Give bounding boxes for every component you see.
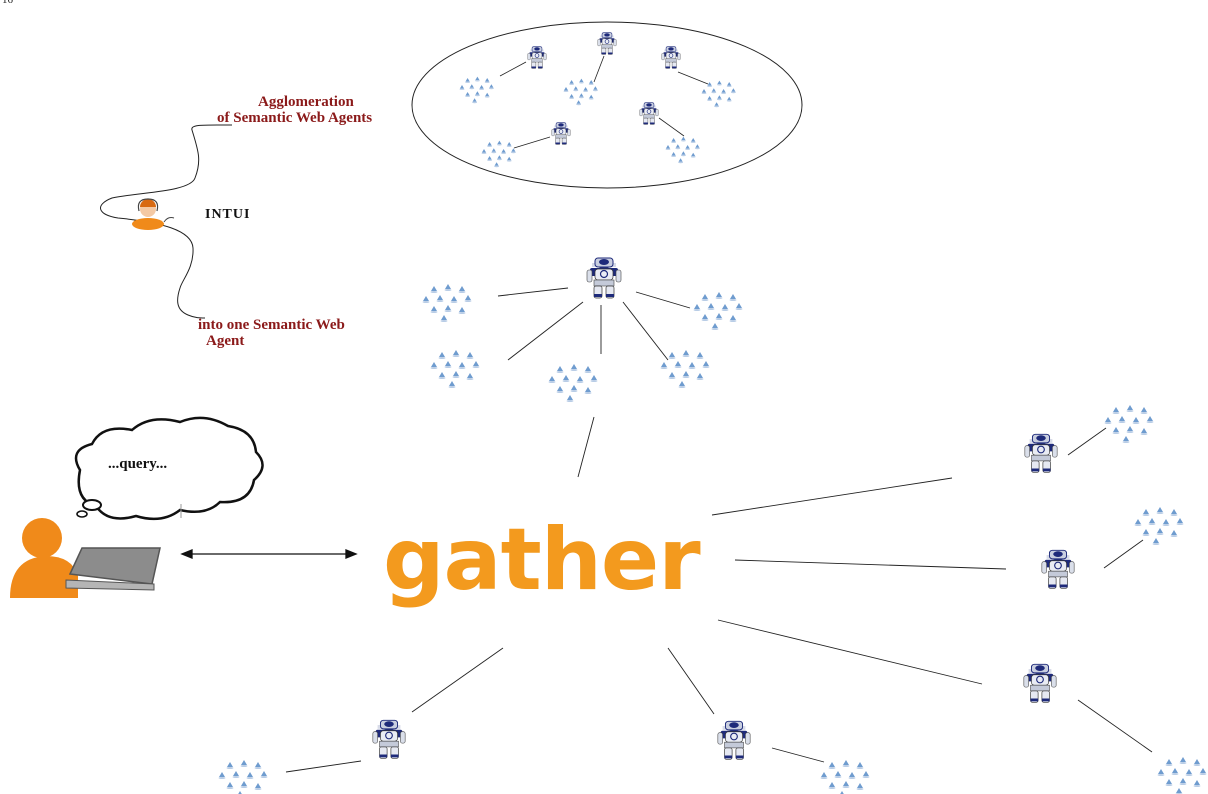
small-cluster-icon [482,141,516,168]
robot-agent-icon [1041,549,1075,589]
small-cluster-icon [666,137,700,164]
robot-agent-icon [717,720,751,760]
cluster-icon [821,760,870,794]
intui-person-icon [132,198,175,230]
cluster-icon [1105,405,1154,443]
small-robot-icon [551,122,571,146]
small-cluster-icon [460,77,494,104]
cluster-icon [1158,757,1207,794]
page-number: 16 [2,0,13,6]
circle-connectors [499,55,709,149]
robot-agent-icon [1024,433,1058,473]
gather-logo: gather [383,510,701,610]
cluster-icon [694,292,743,330]
agglomeration-label-line1: Agglomeration [258,94,354,110]
agent-agglomeration-circle [411,21,803,189]
small-cluster-icon [702,81,736,108]
cluster-icon [219,760,268,794]
agglomeration-label-line2: of Semantic Web Agents [217,110,373,126]
robot-agent-icon [372,719,406,759]
small-robot-icon [661,46,681,70]
small-robot-icon [597,32,617,56]
cluster-icon [661,350,710,388]
thought-bubble-icon [74,416,264,521]
query-text: ...query... [108,456,168,472]
small-robot-icon [527,46,547,70]
middle-connectors [497,287,691,478]
robot-agent-icon [1023,663,1057,703]
user-gather-arrow [180,549,358,559]
cluster-icon [423,284,472,322]
into-label-line1: into one Semantic Web [198,317,345,333]
curly-brace [100,124,233,319]
gather-connectors [285,427,1153,773]
user-with-laptop-icon [10,518,161,598]
cluster-icon [549,364,598,402]
cluster-icon [431,350,480,388]
small-robot-icon [639,102,659,126]
combined-agent-robot-icon [586,257,622,299]
cluster-icon [1135,507,1184,545]
into-label-line2: Agent [206,333,245,349]
small-cluster-icon [564,79,598,106]
intui-label: INTUI [205,207,251,222]
